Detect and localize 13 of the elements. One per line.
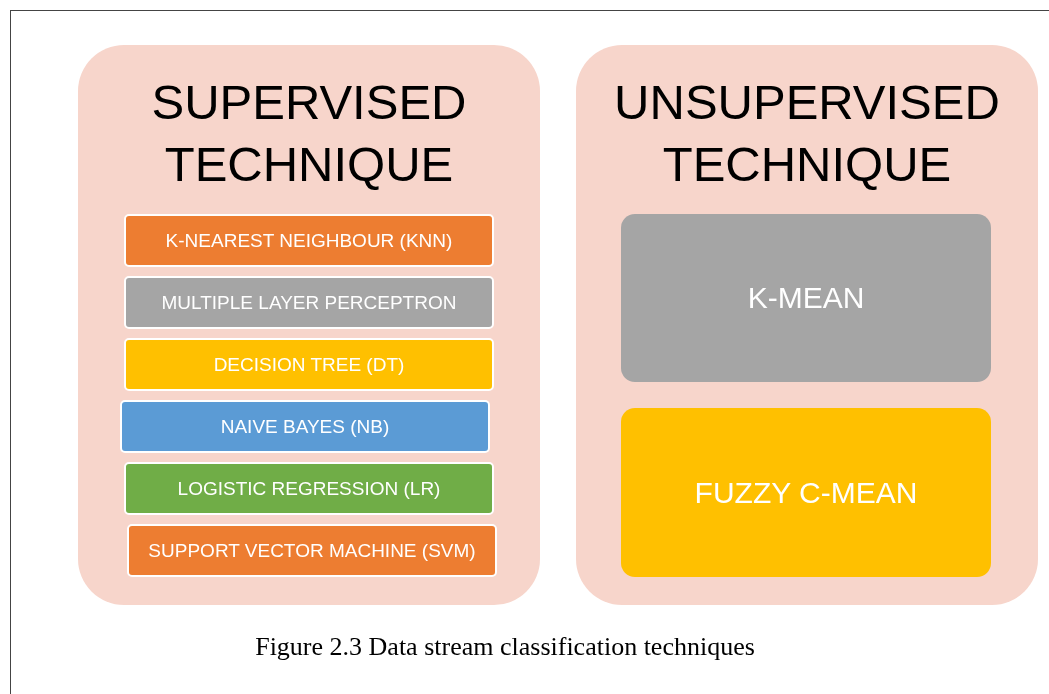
technique-box: K-MEAN: [621, 214, 991, 382]
group-panel: [78, 45, 540, 605]
technique-box: MULTIPLE LAYER PERCEPTRON: [124, 276, 494, 329]
panel-title: UNSUPERVISED TECHNIQUE: [613, 74, 1001, 193]
technique-box: K-NEAREST NEIGHBOUR (KNN): [124, 214, 494, 267]
technique-box: NAIVE BAYES (NB): [120, 400, 490, 453]
panel-title: SUPERVISED TECHNIQUE: [150, 74, 468, 193]
technique-box: SUPPORT VECTOR MACHINE (SVM): [127, 524, 497, 577]
technique-box: DECISION TREE (DT): [124, 338, 494, 391]
technique-box: FUZZY C-MEAN: [621, 408, 991, 577]
figure-caption: Figure 2.3 Data stream classification techniques: [254, 632, 756, 662]
group-panel: [576, 45, 1038, 605]
technique-box: LOGISTIC REGRESSION (LR): [124, 462, 494, 515]
